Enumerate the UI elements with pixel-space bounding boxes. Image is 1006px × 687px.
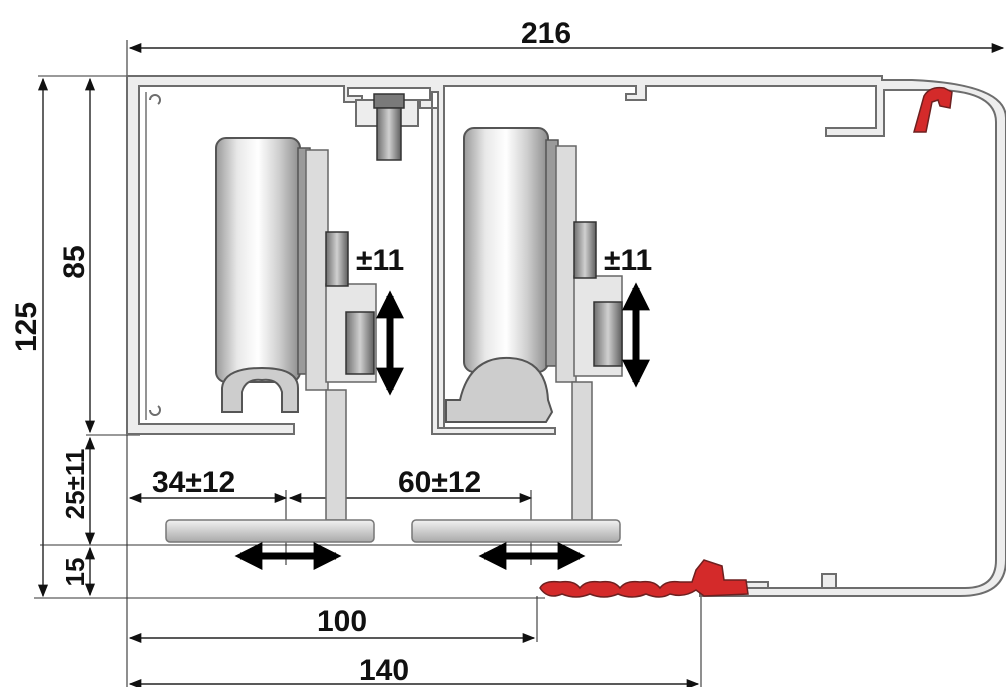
seal-bottom bbox=[539, 559, 749, 598]
dim-left-carriage-offset: 34±12 bbox=[152, 466, 235, 499]
adjust-arrows bbox=[234, 282, 650, 570]
dim-vertical-adjust-left: ±11 bbox=[356, 244, 404, 277]
dim-hanger-height: 25±11 bbox=[60, 449, 90, 520]
left-carriage bbox=[165, 137, 377, 543]
dim-bottom-140: 140 bbox=[359, 654, 409, 687]
dim-overall-height: 125 bbox=[10, 302, 43, 352]
dim-frame-height: 85 bbox=[58, 245, 91, 278]
right-carriage bbox=[411, 127, 623, 543]
dim-bottom-gap: 15 bbox=[60, 558, 90, 587]
dim-right-carriage-offset: 60±12 bbox=[398, 466, 481, 499]
seal-top bbox=[913, 86, 953, 133]
fixing-bolt bbox=[373, 93, 405, 161]
dim-vertical-adjust-right: ±11 bbox=[604, 244, 652, 277]
dim-bottom-100: 100 bbox=[317, 605, 367, 638]
dim-overall-width: 216 bbox=[521, 17, 571, 50]
